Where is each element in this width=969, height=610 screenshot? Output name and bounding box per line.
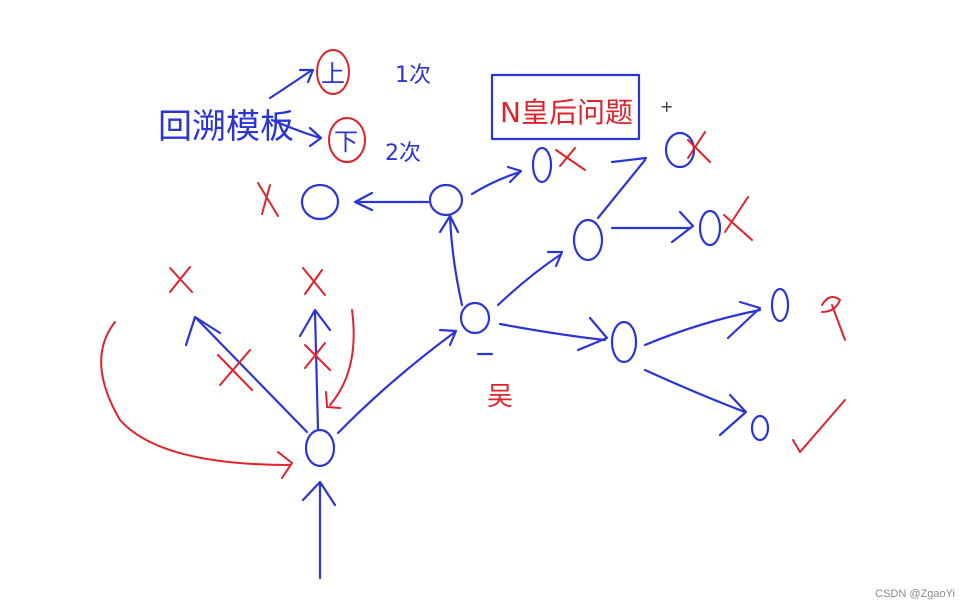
branch-right-top <box>470 165 523 196</box>
up-count: 1次 <box>395 63 431 88</box>
branch-to-leaf-lower <box>643 368 748 437</box>
branch-up-to-node3 <box>438 214 464 307</box>
node-level5 <box>610 320 638 364</box>
node-annotation: 吴 <box>487 382 513 412</box>
return-arrow-left <box>100 321 293 479</box>
check-mark-leaf-lower <box>792 399 846 453</box>
dead-node-right-mid <box>698 209 722 247</box>
dead-node-top <box>531 146 553 184</box>
arrow-to-up <box>268 68 315 100</box>
watermark: CSDN @ZgaoYi <box>875 588 955 600</box>
node-level3 <box>428 183 464 217</box>
cursor-crosshair-icon: + <box>660 97 673 116</box>
down-label: 下 <box>334 128 358 156</box>
branch-to-node4 <box>496 250 564 307</box>
leaf-node-upper <box>770 287 790 323</box>
branch-to-upper-right <box>596 156 648 220</box>
root-branch-left <box>184 315 309 434</box>
node-level4 <box>572 218 604 262</box>
cross-mark-middle-top <box>302 267 326 296</box>
entry-arrow <box>301 480 337 580</box>
cross-mark-top-node <box>555 147 586 171</box>
branch-to-leaf-upper <box>643 300 762 347</box>
dead-node-upper-right <box>664 131 696 169</box>
branch-left-to-dead <box>353 191 430 212</box>
down-count: 2次 <box>385 141 421 166</box>
return-arrow-middle <box>325 309 355 409</box>
dead-node-left <box>300 183 340 221</box>
branch-to-right-mid <box>610 210 695 244</box>
n-queens-label: N皇后问题 <box>500 96 633 129</box>
cross-mark-left-top <box>169 266 193 293</box>
backtracking-template-label: 回溯模板 <box>158 107 294 147</box>
cross-mark-left-node <box>257 182 279 217</box>
cross-mark-right-mid <box>723 196 753 241</box>
cross-mark-upper-right <box>687 131 711 163</box>
branch-to-node5 <box>498 316 609 352</box>
root-node <box>304 428 336 468</box>
n-queens-box <box>490 73 641 141</box>
cross-mark-middle-branch <box>304 342 331 371</box>
up-label: 上 <box>321 60 345 88</box>
cross-mark-left-branch <box>217 349 253 391</box>
cross-mark-leaf-upper <box>821 295 846 341</box>
arrow-to-down <box>270 118 323 148</box>
down-circle <box>328 117 366 163</box>
leaf-node-lower <box>750 414 770 442</box>
root-branch-middle <box>298 308 332 432</box>
up-circle <box>316 49 350 95</box>
root-branch-right <box>336 328 458 435</box>
node-level2 <box>459 301 491 335</box>
